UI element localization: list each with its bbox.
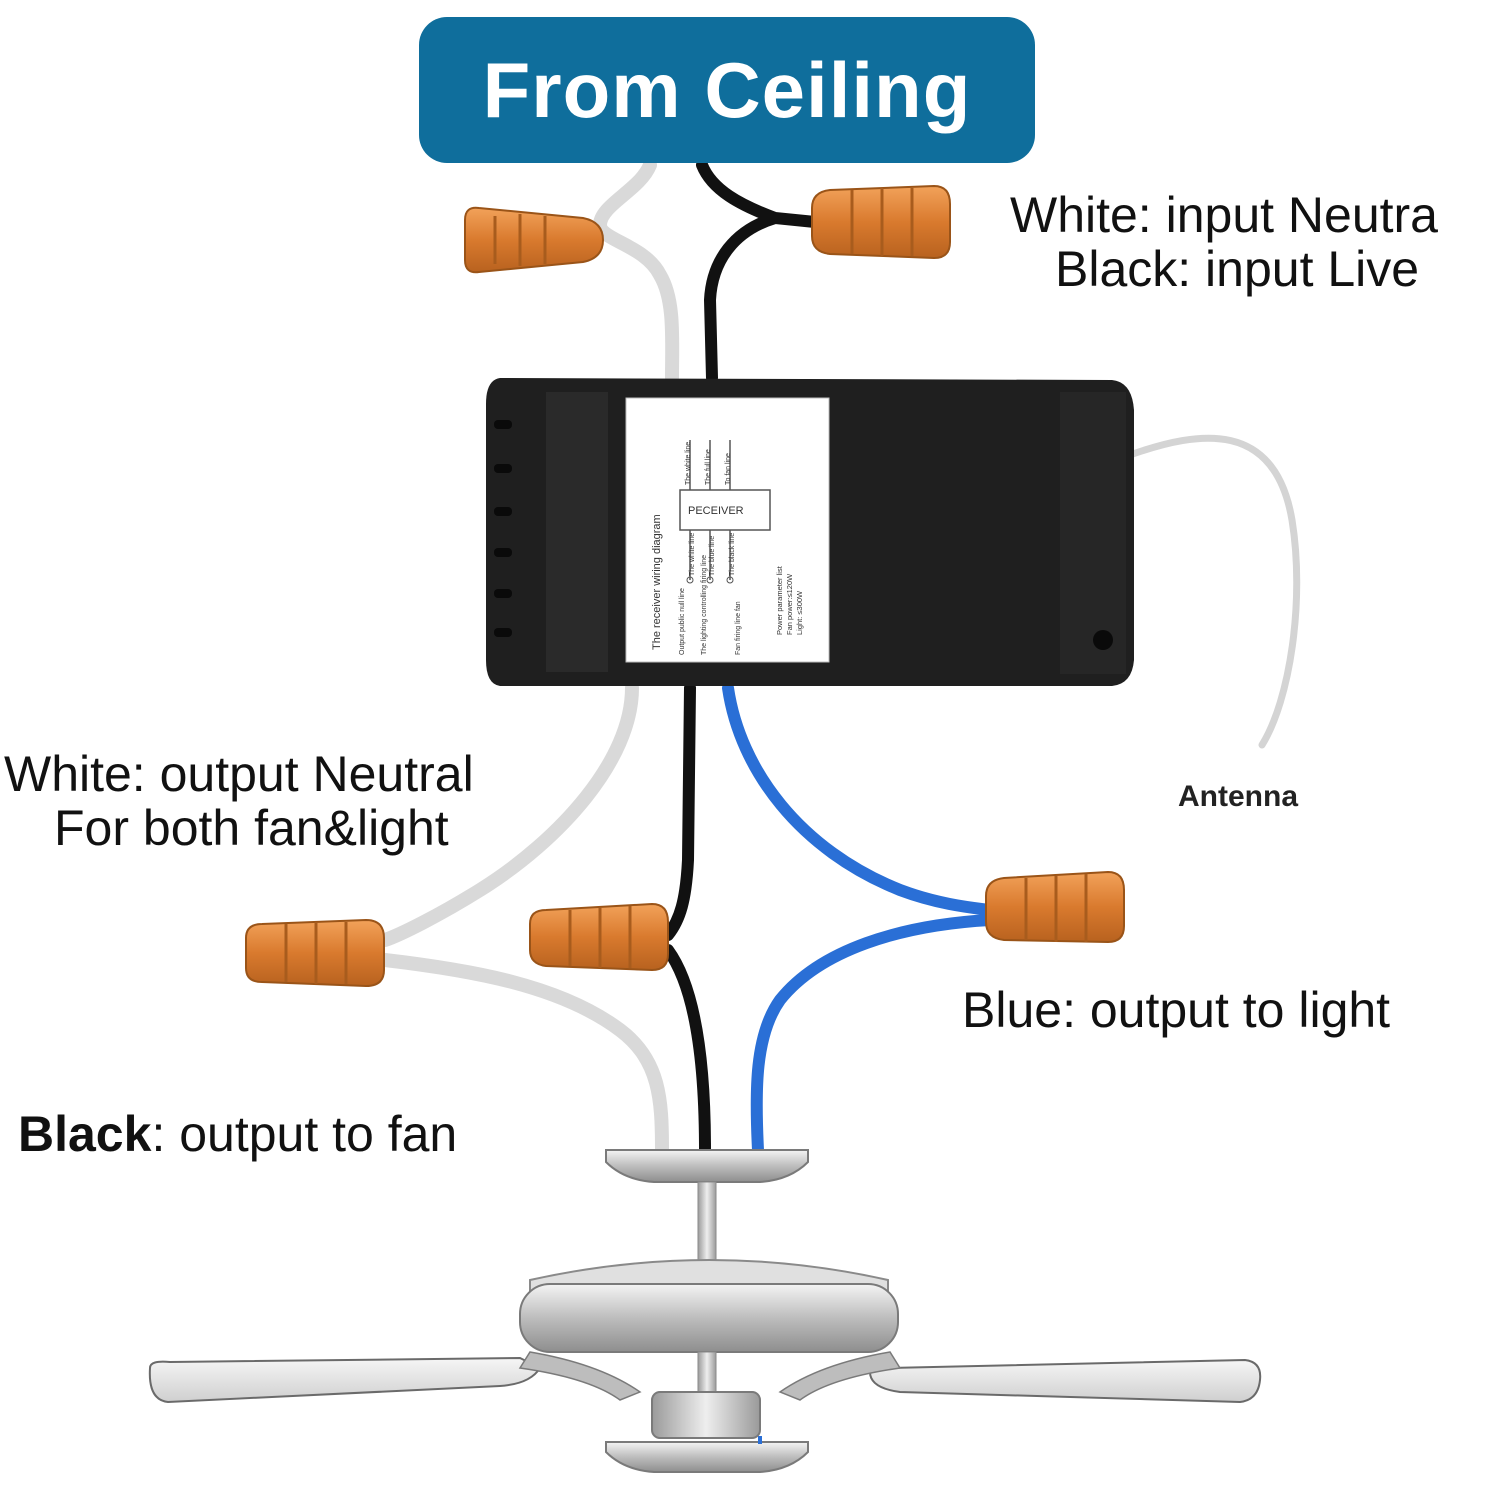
sticker-params-title: Power parameter list (775, 565, 784, 635)
sticker-heading: The receiver wiring diagram (651, 514, 663, 650)
sticker-params-light: Light: ≤300W (795, 590, 804, 635)
sticker-line-fan-top: To fan line (725, 453, 732, 485)
black-input-wire (696, 159, 821, 384)
wire-nut-bottom-white (245, 918, 385, 988)
white-input-wire (592, 158, 680, 385)
sticker-params-fan: Fan power:≤120W (785, 573, 794, 635)
sticker-line-blue-bottom: The blue line (709, 536, 716, 576)
output-neutral-sub-label: For both fan&light (54, 800, 449, 856)
antenna-wire (1126, 434, 1301, 749)
sticker-desc-lighting: The lighting controlling firing line (701, 555, 708, 655)
ceiling-fan (148, 1149, 1262, 1473)
antenna-label: Antenna (1178, 780, 1298, 813)
black-output-rest: : output to fan (151, 1106, 458, 1162)
output-neutral-label: White: output Neutral (4, 746, 474, 802)
receiver-unit (486, 378, 1134, 686)
sticker-receiver-label: PECEIVER (688, 505, 744, 517)
wire-nut-bottom-black (529, 902, 669, 972)
black-output-wire (662, 682, 711, 1156)
black-output-label: Black: output to fan (18, 1106, 457, 1162)
sticker-line-white-top: The white line (685, 442, 692, 485)
from-ceiling-banner: From Ceiling (419, 17, 1035, 163)
wire-nut-top-right (811, 184, 951, 260)
blue-output-wire (722, 682, 996, 1156)
sticker-desc-output: Output public null line (679, 588, 686, 655)
sticker-line-white-bottom: The white line (689, 533, 696, 576)
white-output-wire (378, 681, 669, 1157)
wire-nut-bottom-blue (985, 870, 1125, 944)
input-live-label: Black: input Live (1055, 241, 1420, 297)
blue-output-label: Blue: output to light (962, 982, 1391, 1038)
black-word: Black (18, 1106, 152, 1162)
sticker-line-black-bottom: The black line (729, 533, 736, 576)
sticker-line-full-top: The full line (705, 449, 712, 485)
input-neutral-label: White: input Neutra (1010, 187, 1438, 243)
sticker-desc-fan: Fan firing line fan (735, 601, 742, 655)
wire-nut-top-left (464, 206, 605, 274)
page-title: From Ceiling (482, 45, 972, 134)
